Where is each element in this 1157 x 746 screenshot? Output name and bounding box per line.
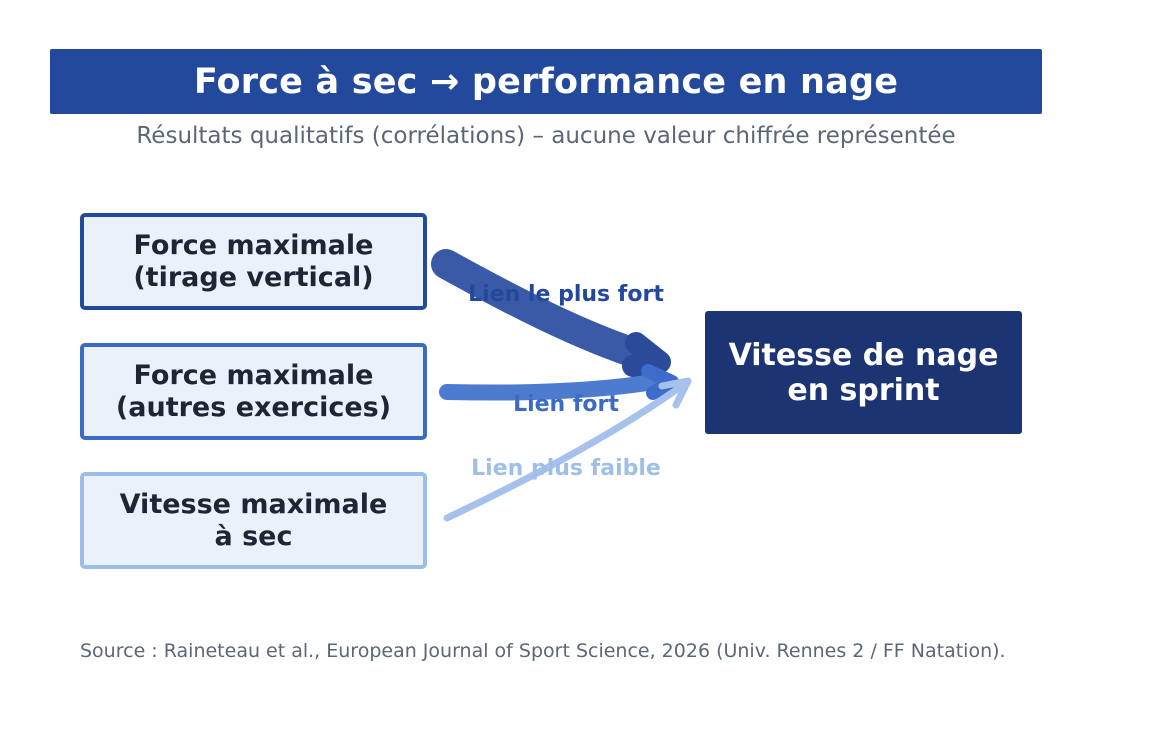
arrowhead-strongest-link [622,332,671,377]
target-box-line2: en sprint [787,372,940,408]
source-box-line2: (autres exercices) [115,391,392,423]
source-box-line2: à sec [214,520,293,552]
link-label-strongest: Lien le plus fort [468,282,664,307]
source-box-max-strength-other: Force maximale (autres exercices) [80,343,427,440]
link-label-weaker: Lien plus faible [471,456,661,481]
target-box-line1: Vitesse de nage [728,337,999,373]
arrow-strongest-link [431,249,655,370]
source-box-line1: Force maximale [133,229,374,261]
arrowhead-weaker-link [658,377,692,409]
source-box-line2: (tirage vertical) [133,261,374,293]
link-label-strong: Lien fort [513,392,619,417]
source-box-max-strength-vertical-pull: Force maximale (tirage vertical) [80,213,427,310]
arrow-strong-link [439,373,668,401]
arrow-weaker-link [443,379,690,522]
source-box-line1: Vitesse maximale [119,488,388,520]
source-box-line1: Force maximale [133,359,374,391]
source-citation: Source : Raineteau et al., European Jour… [80,640,1006,662]
target-box-sprint-swim-speed: Vitesse de nage en sprint [705,311,1022,434]
title-bar: Force à sec → performance en nage [50,49,1042,114]
page-subtitle: Résultats qualitatifs (corrélations) – a… [136,123,956,149]
source-box-max-dryland-speed: Vitesse maximale à sec [80,472,427,569]
page-title: Force à sec → performance en nage [193,61,899,102]
